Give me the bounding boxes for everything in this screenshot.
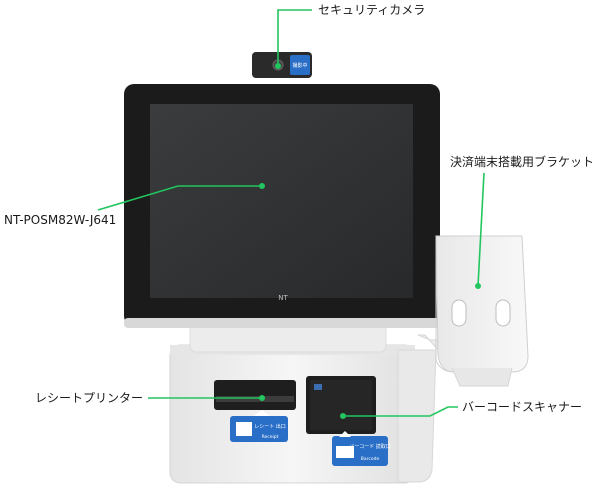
monitor bbox=[124, 84, 440, 328]
label-barcode-scanner: バーコードスキャナー bbox=[462, 400, 583, 414]
callouts bbox=[97, 9, 485, 417]
barcode-badge-en: Barcode bbox=[361, 456, 380, 462]
payment-bracket bbox=[417, 235, 529, 387]
callout-dot-scanner bbox=[340, 413, 346, 419]
bracket-slot-left bbox=[451, 299, 467, 327]
terminal-base bbox=[169, 344, 437, 484]
receipt-badge-jp: レシート 出口 bbox=[254, 423, 286, 430]
callout-dot-model bbox=[259, 183, 265, 189]
touch-screen bbox=[150, 104, 413, 298]
callout-line-scanner bbox=[343, 406, 458, 417]
callout-dot-bracket bbox=[475, 283, 481, 289]
bracket-slot-right bbox=[495, 299, 511, 327]
label-model-number: NT-POSM82W-J641 bbox=[4, 213, 117, 227]
label-receipt-printer: レシートプリンター bbox=[35, 391, 144, 405]
barcode-badge bbox=[332, 436, 388, 466]
callout-line-camera bbox=[277, 9, 312, 66]
receipt-printer bbox=[214, 380, 296, 442]
callout-dot-printer bbox=[259, 395, 265, 401]
barcode-badge-jp: バーコード 読取口 bbox=[349, 443, 391, 450]
camera-badge-icon bbox=[290, 55, 310, 75]
callout-line-model bbox=[97, 185, 262, 211]
callout-dot-camera bbox=[275, 63, 281, 69]
camera-badge-text: 撮影中 bbox=[292, 62, 307, 69]
label-security-camera: セキュリティカメラ bbox=[318, 3, 426, 17]
label-payment-bracket: 決済端末搭載用ブラケット bbox=[450, 155, 595, 169]
brand-text: NT bbox=[278, 294, 288, 302]
barcode-scanner bbox=[306, 376, 388, 466]
callout-line-bracket bbox=[477, 172, 485, 287]
receipt-badge-en: Receipt bbox=[262, 434, 279, 440]
